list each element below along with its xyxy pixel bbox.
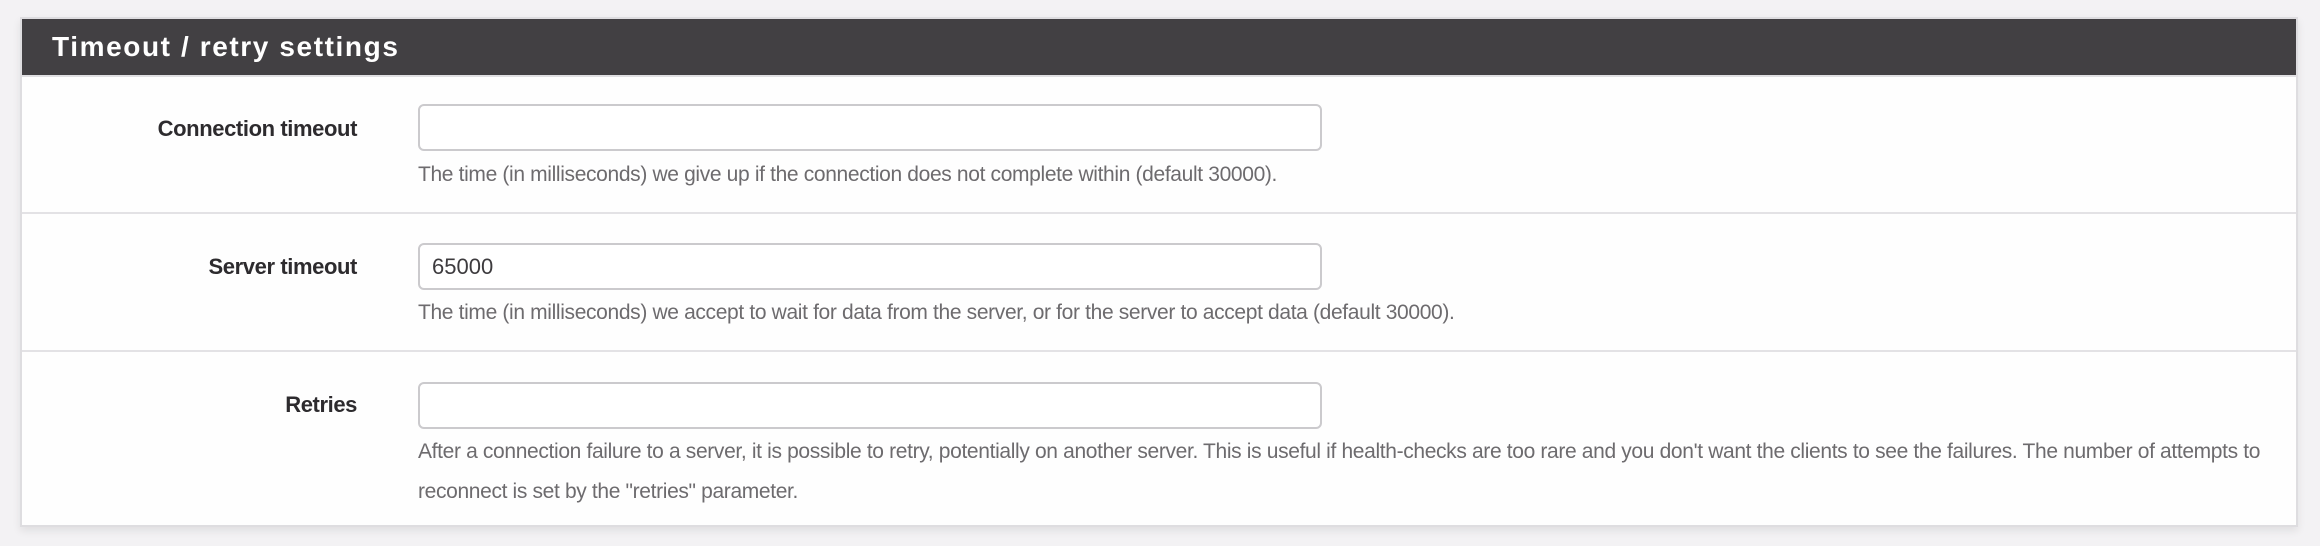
timeout-retry-settings-panel: Timeout / retry settings Connection time… <box>20 17 2298 527</box>
connection-timeout-help-text: The time (in milliseconds) we give up if… <box>418 163 1278 186</box>
server-timeout-help-text: The time (in milliseconds) we accept to … <box>418 301 1455 324</box>
connection-timeout-label: Connection timeout <box>157 116 358 141</box>
retries-input[interactable] <box>418 382 1322 429</box>
server-timeout-label: Server timeout <box>208 254 358 279</box>
panel-header: Timeout / retry settings <box>22 19 2296 77</box>
form-row-connection-timeout: Connection timeout The time (in millisec… <box>22 75 2296 214</box>
panel-title: Timeout / retry settings <box>52 31 400 62</box>
retries-help-text: After a connection failure to a server, … <box>418 440 2261 503</box>
connection-timeout-input[interactable] <box>418 104 1322 151</box>
server-timeout-input[interactable] <box>418 243 1322 290</box>
form-row-server-timeout: Server timeout The time (in milliseconds… <box>22 214 2296 352</box>
form-row-retries: Retries After a connection failure to a … <box>22 352 2296 527</box>
retries-label: Retries <box>285 392 357 417</box>
